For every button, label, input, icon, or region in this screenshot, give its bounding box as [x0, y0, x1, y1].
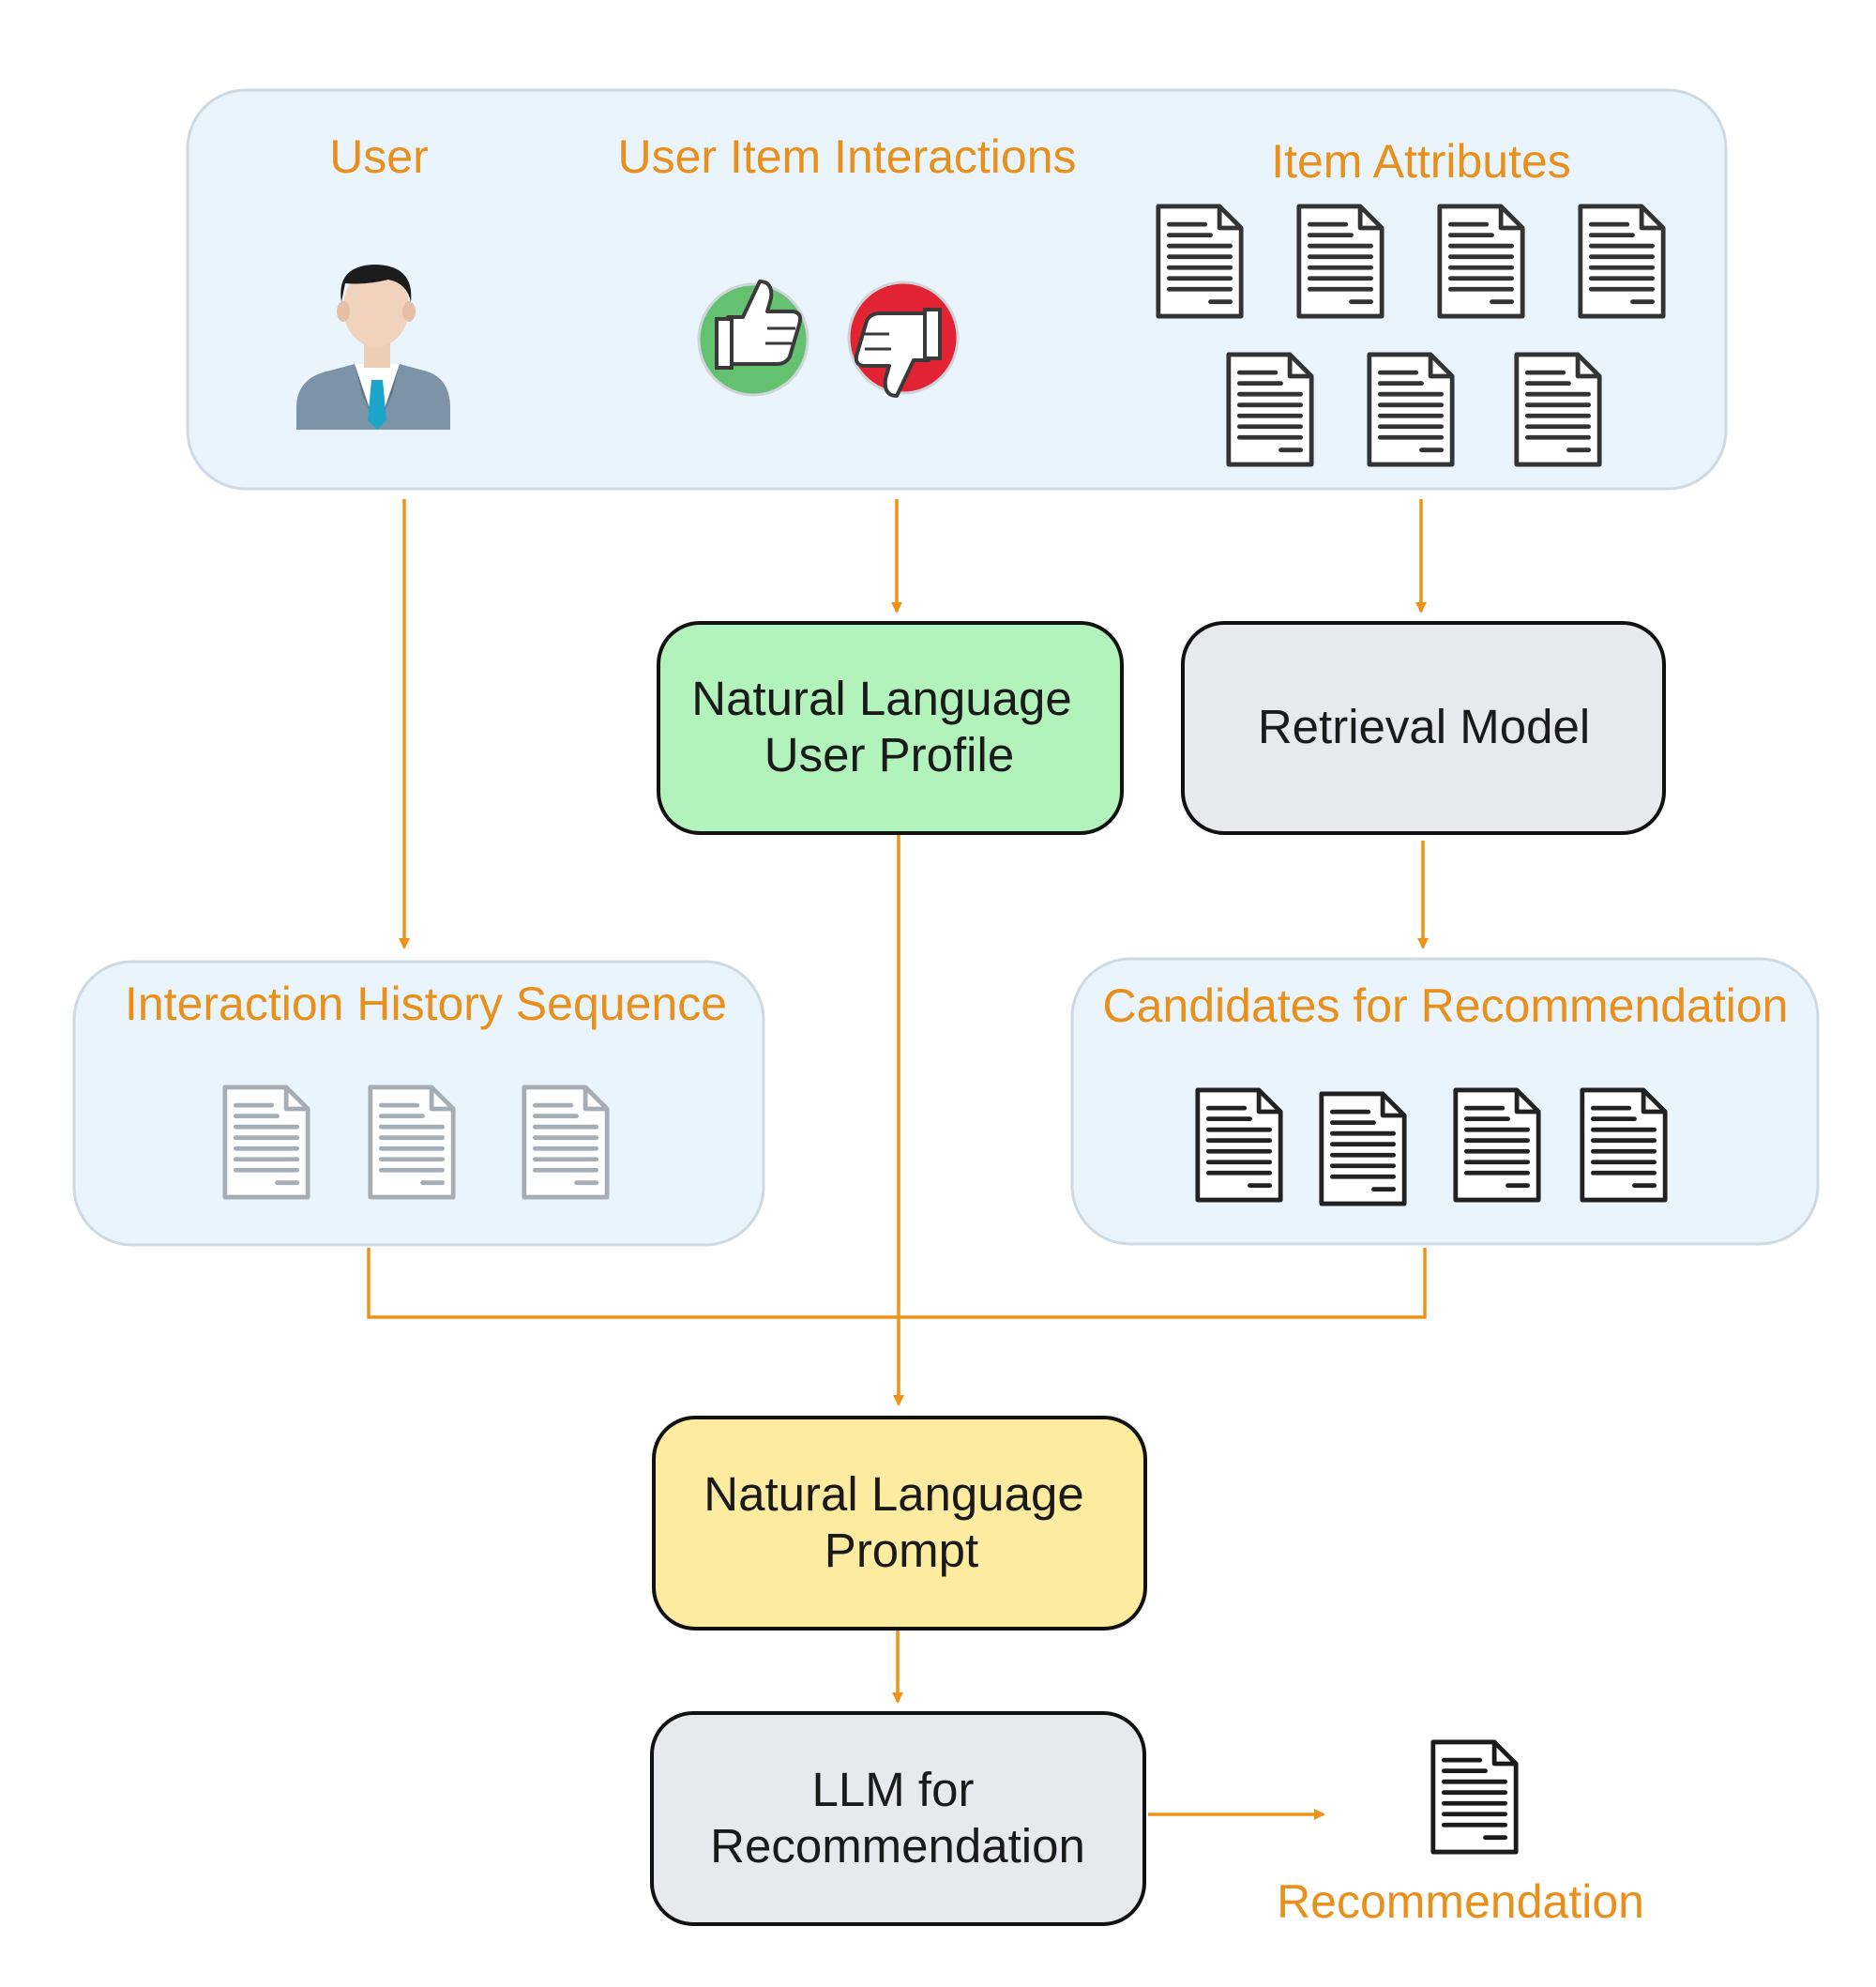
document-icon	[225, 1087, 308, 1197]
retrieval-model-label: Retrieval Model	[1258, 700, 1590, 753]
thumbs-up-icon	[697, 280, 809, 397]
history-label: Interaction History Sequence	[125, 978, 727, 1030]
connector-history-candidates-to-prompt	[367, 1248, 1427, 1319]
document-icon	[1158, 206, 1241, 316]
document-icon	[1229, 355, 1311, 464]
document-icon	[1299, 206, 1382, 316]
document-icon	[1582, 1090, 1665, 1200]
prompt-line1: Natural Language	[704, 1467, 1084, 1521]
history-group: Interaction History Sequence	[72, 960, 765, 1247]
connectors	[367, 499, 1429, 1820]
user-label: User	[329, 130, 429, 183]
user-profile-line1: Natural Language	[691, 672, 1072, 725]
candidates-group: Candidates for Recommendation	[1070, 957, 1820, 1246]
user-avatar-icon	[296, 265, 450, 430]
recommendation-output: Recommendation	[1277, 1742, 1644, 1928]
prompt-node: Natural Language Prompt	[652, 1416, 1147, 1631]
user-profile-node: Natural Language User Profile	[657, 621, 1124, 835]
retrieval-model-node: Retrieval Model	[1181, 621, 1666, 835]
document-icon	[371, 1087, 453, 1197]
document-icon	[1440, 206, 1522, 316]
document-icon	[1456, 1090, 1538, 1200]
document-icon	[1581, 206, 1663, 316]
recommendation-label: Recommendation	[1277, 1875, 1644, 1928]
interactions-label: User Item Interactions	[617, 130, 1076, 183]
document-icon	[524, 1087, 607, 1197]
input-group: User User Item Interactions Item Attribu…	[186, 88, 1728, 491]
llm-node: LLM for Recommendation	[650, 1711, 1146, 1926]
document-icon	[1322, 1094, 1404, 1204]
attributes-label: Item Attributes	[1271, 135, 1571, 188]
user-profile-line2: User Profile	[764, 728, 1014, 781]
prompt-line2: Prompt	[825, 1524, 978, 1577]
thumbs-down-icon	[847, 281, 960, 398]
document-icon	[1369, 355, 1452, 464]
document-icon	[1517, 355, 1599, 464]
document-icon	[1198, 1090, 1280, 1200]
candidates-label: Candidates for Recommendation	[1103, 979, 1789, 1032]
document-icon	[1433, 1742, 1516, 1852]
llm-line2: Recommendation	[710, 1819, 1085, 1873]
llm-line1: LLM for	[812, 1763, 975, 1816]
